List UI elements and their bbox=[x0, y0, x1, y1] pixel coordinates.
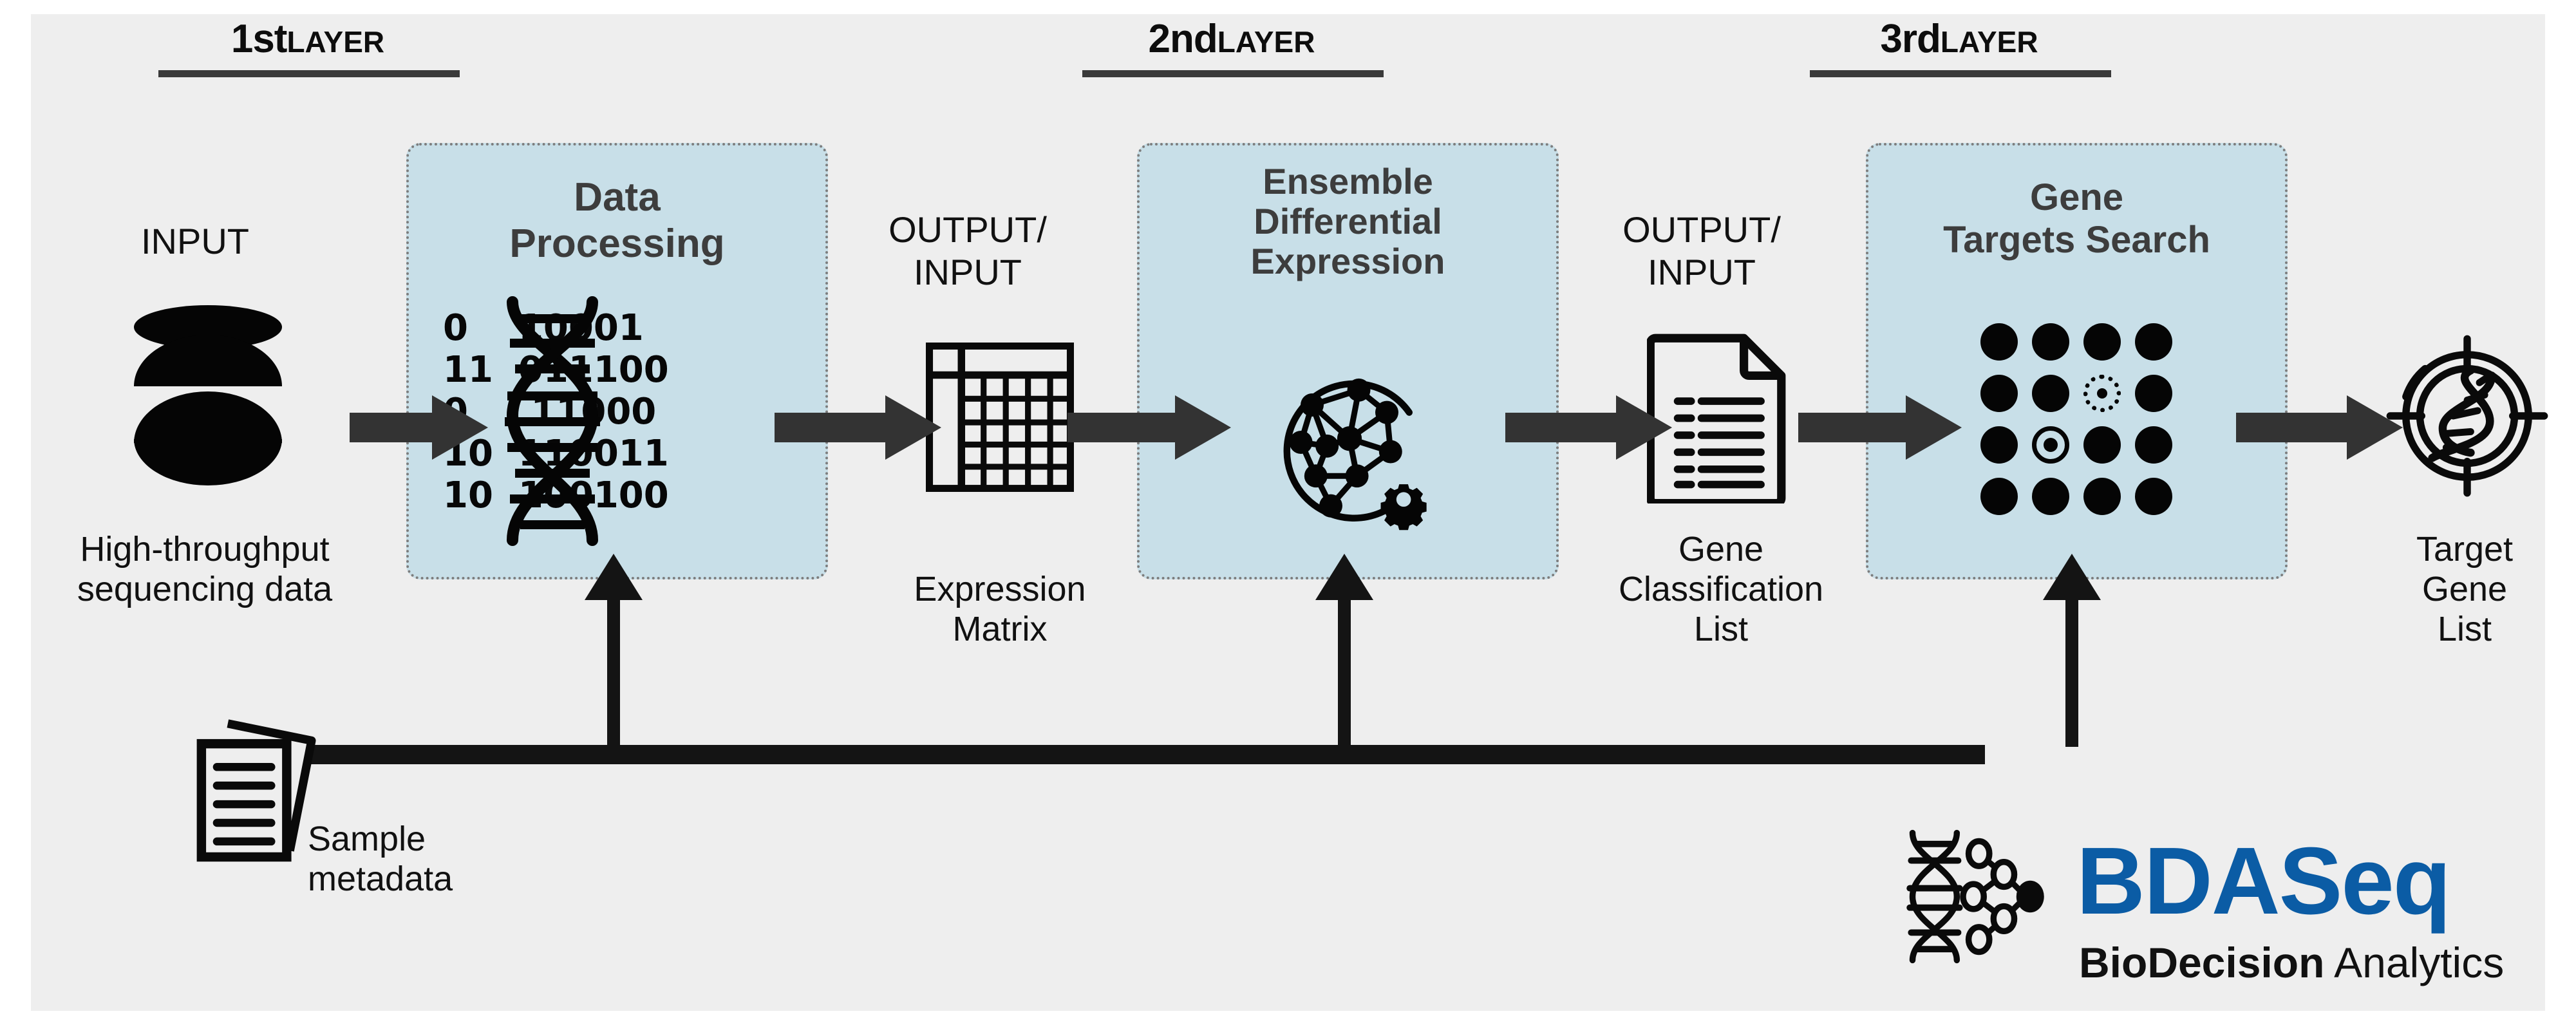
layer-word: LAYER bbox=[1940, 25, 2038, 59]
metadata-riser-layer1 bbox=[585, 554, 643, 747]
network-gear-icon bbox=[1283, 378, 1427, 531]
metadata-caption-line1: Sample bbox=[308, 820, 426, 858]
input-label: INPUT bbox=[141, 221, 249, 261]
layer-ordinal: 3rd bbox=[1880, 17, 1941, 61]
logo-tagline: BioDecision Analytics bbox=[2079, 941, 2504, 984]
gene-classification-caption-line2: Classification bbox=[1618, 570, 1824, 608]
layer-panel-gene-targets-search[interactable] bbox=[1866, 143, 2288, 579]
grid-dot bbox=[2083, 426, 2121, 464]
grid-dot-target bbox=[2032, 426, 2069, 464]
layer-panel-data-processing[interactable] bbox=[406, 143, 828, 579]
gene-classification-caption-line3: List bbox=[1693, 610, 1749, 648]
grid-dot bbox=[2083, 478, 2121, 515]
layer-panel-ensemble-differential-expression[interactable] bbox=[1137, 143, 1559, 579]
arrow-layer2-to-document bbox=[1505, 395, 1686, 460]
grid-dot bbox=[2083, 323, 2121, 361]
target-gene-caption-line1: Target bbox=[2416, 530, 2514, 569]
logo-tagline-bold: BioDecision bbox=[2079, 939, 2325, 986]
grid-dot bbox=[2135, 323, 2172, 361]
arrow-document-to-layer3 bbox=[1798, 395, 1972, 460]
grid-dot bbox=[1980, 426, 2018, 464]
diagram-board: 1stLAYER 2ndLAYER 3rdLAYER Data Processi… bbox=[31, 14, 2548, 1011]
layer-word: LAYER bbox=[287, 25, 385, 59]
panel-title-1-line2: Processing bbox=[509, 221, 725, 266]
layer-rule-3 bbox=[1810, 70, 2111, 77]
layer-word: LAYER bbox=[1217, 25, 1315, 59]
arrow-layer1-to-matrix bbox=[775, 395, 955, 460]
gear-icon bbox=[1380, 484, 1427, 531]
layer-heading-1: 1stLAYER bbox=[160, 19, 456, 59]
grid-dot bbox=[2135, 375, 2172, 412]
dna-target-crosshair-icon bbox=[2386, 335, 2548, 497]
gene-classification-label-line2: INPUT bbox=[1648, 252, 1756, 292]
document-list-icon bbox=[1647, 334, 1786, 503]
gene-dot-grid-icon bbox=[1980, 323, 2174, 516]
layer-heading-2: 2ndLAYER bbox=[1084, 19, 1380, 59]
target-gene-caption-line3: List bbox=[2437, 610, 2492, 648]
metadata-riser-layer2 bbox=[1315, 554, 1373, 747]
arrow-input-to-layer1 bbox=[350, 395, 488, 460]
gene-classification-label-line1: OUTPUT/ bbox=[1622, 209, 1781, 250]
arrow-layer3-to-target bbox=[2236, 395, 2416, 460]
layer-heading-3: 3rdLAYER bbox=[1811, 19, 2107, 59]
grid-dot bbox=[2032, 478, 2069, 515]
panel-title-2-line1: Ensemble bbox=[1263, 161, 1433, 202]
metadata-bus-line bbox=[285, 745, 1985, 764]
grid-dot bbox=[1980, 478, 2018, 515]
arrow-matrix-to-layer2 bbox=[1067, 395, 1241, 460]
grid-dot bbox=[2032, 323, 2069, 361]
table-matrix-icon bbox=[926, 343, 1074, 492]
panel-title-1-line1: Data bbox=[574, 175, 661, 220]
grid-dot bbox=[1980, 323, 2018, 361]
panel-title-2-line3: Expression bbox=[1250, 241, 1445, 281]
metadata-caption-line2: metadata bbox=[308, 860, 453, 898]
layer-rule-1 bbox=[158, 70, 460, 77]
bdaseq-logo[interactable]: BDASeq BioDecision Analytics bbox=[1901, 822, 2529, 1015]
layer-rule-2 bbox=[1082, 70, 1384, 77]
grid-dot bbox=[2032, 375, 2069, 412]
input-caption-line2: sequencing data bbox=[77, 570, 333, 608]
logo-tagline-regular: Analytics bbox=[2324, 939, 2505, 986]
dna-network-mark bbox=[1906, 829, 2044, 964]
panel-title-3-line2: Targets Search bbox=[1943, 219, 2210, 261]
logo-wordmark: BDASeq bbox=[2076, 828, 2451, 934]
grid-dot bbox=[1980, 375, 2018, 412]
dna-binary-icon: 0 10001 11 011100 0 11000 10 110011 10 1… bbox=[443, 296, 794, 546]
expression-matrix-caption-line1: Expression bbox=[914, 570, 1086, 608]
stacked-documents-icon bbox=[196, 719, 316, 862]
grid-dot bbox=[2135, 478, 2172, 515]
expression-matrix-caption-line2: Matrix bbox=[952, 610, 1048, 648]
target-gene-caption-line2: Gene bbox=[2421, 570, 2508, 608]
input-caption-line1: High-throughput bbox=[80, 530, 330, 569]
dna-helix-icon bbox=[505, 296, 600, 546]
grid-dot bbox=[2135, 426, 2172, 464]
database-icon bbox=[134, 305, 282, 485]
expression-matrix-label-line1: OUTPUT/ bbox=[888, 209, 1047, 250]
gene-classification-caption-line1: Gene bbox=[1678, 530, 1764, 569]
panel-title-2-line2: Differential bbox=[1254, 201, 1442, 241]
grid-dot-candidate bbox=[2083, 375, 2121, 412]
layer-ordinal: 1st bbox=[230, 17, 288, 61]
panel-title-3-line1: Gene bbox=[2029, 176, 2124, 218]
expression-matrix-label-line2: INPUT bbox=[914, 252, 1022, 292]
metadata-riser-layer3 bbox=[2043, 554, 2101, 747]
layer-ordinal: 2nd bbox=[1148, 17, 1218, 61]
